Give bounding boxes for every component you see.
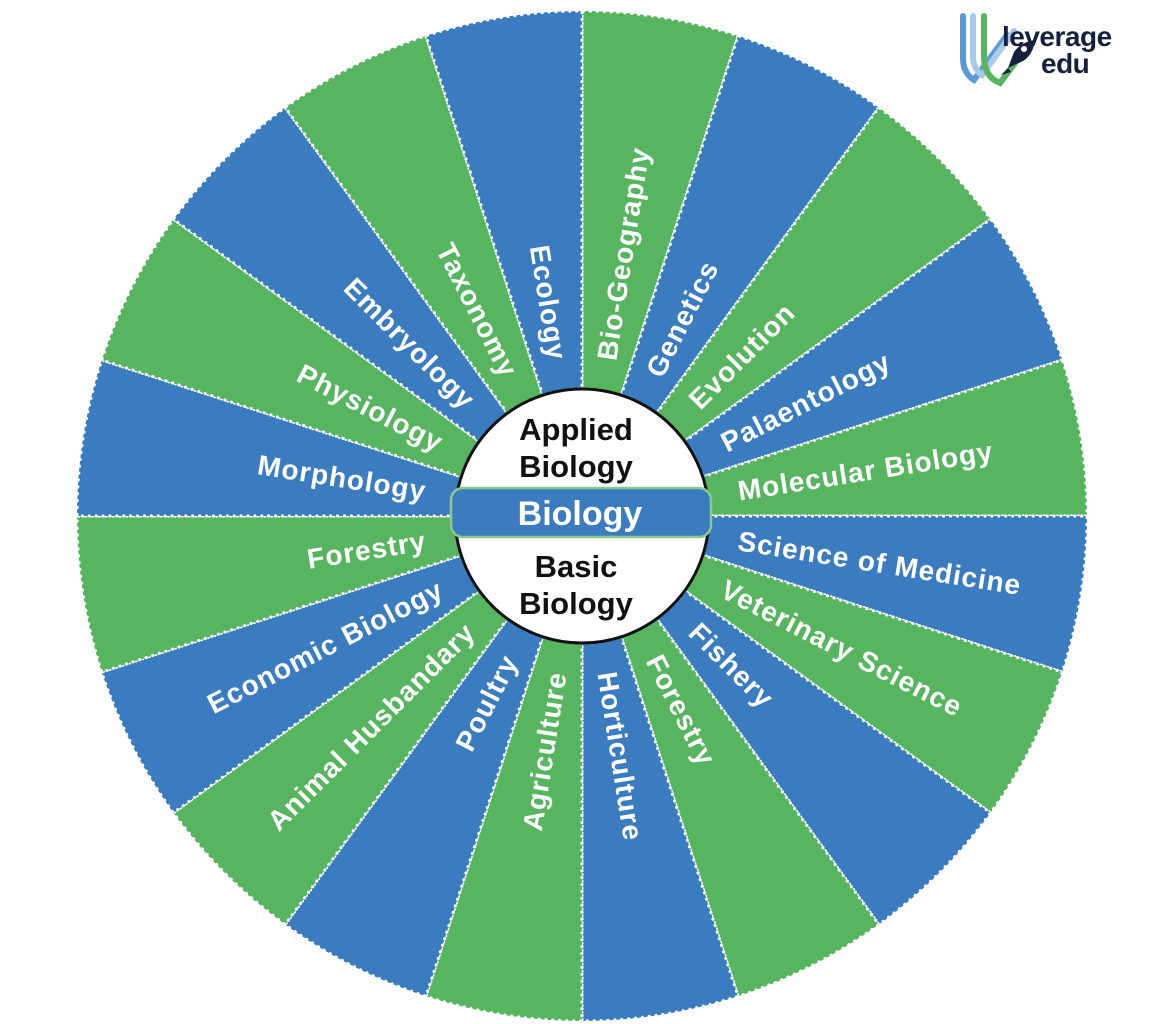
wheel-segment-embryology: [171, 105, 509, 443]
book-checkmark-icon: [960, 13, 1027, 87]
wheel-segment-economic-biology: [100, 553, 481, 815]
wheel-segment-morphology: [75, 358, 463, 518]
wheel-segment-poultry: [283, 617, 545, 998]
logo-text-leverage: leverage: [1002, 21, 1112, 52]
logo-text-edu: edu: [1041, 48, 1089, 79]
wheel-segment-molecular-biology: [701, 358, 1089, 518]
wheel-segment-science-of-medicine: [701, 514, 1089, 674]
center-label-applied-line2: Biology: [519, 449, 633, 484]
wheel-segment-genetics: [619, 34, 881, 415]
wheel-segments-group: Bio-GeographyGeneticsEvolutionPalaentolo…: [75, 9, 1089, 1023]
leverage-edu-logo: leverage edu: [960, 13, 1112, 87]
wheel-segment-taxonomy: [283, 34, 545, 415]
wheel-segment-forestry: [619, 617, 881, 998]
wheel-segment-physiology: [100, 217, 481, 479]
center-label-basic-line2: Biology: [519, 586, 633, 621]
biology-center-bar: [449, 486, 713, 539]
wheel-segment-agriculture: [424, 635, 584, 1023]
wheel-segment-forestry: [75, 514, 463, 674]
center-label-basic-line1: Basic: [535, 549, 618, 584]
center-label-biology: Biology: [518, 495, 643, 533]
wheel-segment-palaentology: [683, 217, 1064, 479]
wheel-segment-evolution: [655, 105, 993, 443]
wheel-segment-ecology: [424, 9, 584, 397]
wheel-segment-bio-geography: [580, 9, 740, 397]
wheel-segment-animal-husbandary: [171, 589, 509, 927]
wheel-segment-fishery: [655, 589, 993, 927]
wheel-segment-veterinary-science: [683, 553, 1064, 815]
wheel-segment-horticulture: [580, 635, 740, 1023]
rocket-icon: [1001, 40, 1035, 75]
center-label-applied-line1: Applied: [519, 412, 633, 447]
